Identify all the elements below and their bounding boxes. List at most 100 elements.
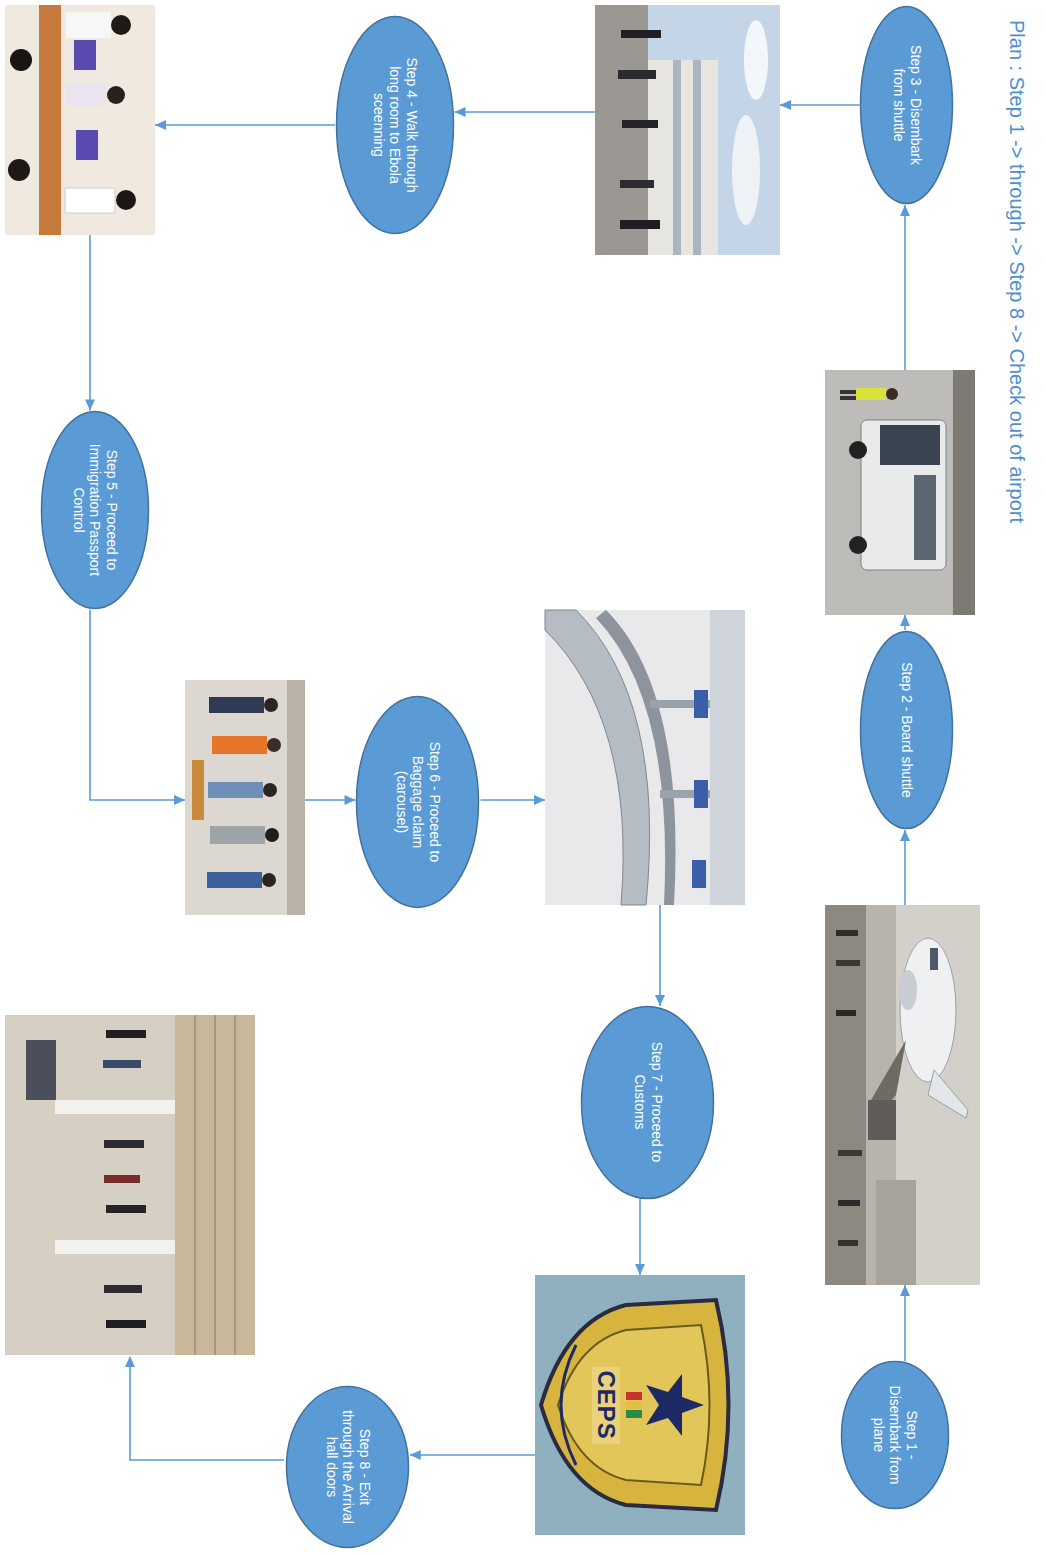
shuttle-photo-part (880, 425, 940, 465)
screening-photo-part (74, 40, 96, 70)
arrow-head (655, 995, 665, 1006)
plane-photo-part (825, 905, 866, 1285)
flow-arrow (900, 830, 910, 1361)
step-ellipse: Step 1 - Disembark from plane (840, 1360, 950, 1510)
carousel-photo-part (692, 860, 706, 888)
carousel-photo-part (545, 610, 745, 905)
carousel-photo-part (596, 610, 676, 905)
arrow-head (534, 795, 545, 805)
plane-photo-part (930, 948, 938, 970)
step-label: Step 8 - Exit through the Arrival hall d… (323, 1408, 373, 1526)
immigration-photo-part (267, 738, 281, 752)
arrival-hall-photo-part (104, 1285, 142, 1293)
terminal-photo-part (744, 20, 768, 100)
arrow-head (900, 205, 910, 216)
step-label: Step 4 - Walk through long room to Ebola… (370, 46, 420, 204)
immigration-photo-part (265, 828, 279, 842)
arrow-head (174, 795, 185, 805)
screening-photo-part (66, 84, 106, 106)
plane-photo-part (836, 1010, 856, 1016)
step-text-wrap: Step 8 - Exit through the Arrival hall d… (323, 1408, 373, 1526)
plane-photo-part (838, 1240, 858, 1246)
terminal-photo (595, 5, 780, 255)
shuttle-photo-part (849, 441, 867, 459)
step-label: Step 7 - Proceed to Customs (631, 1032, 665, 1172)
arrow-head (455, 107, 466, 117)
flow-arrow (480, 795, 665, 1006)
ceps-badge-part (646, 1374, 704, 1436)
carousel-photo-part (710, 610, 745, 905)
screening-photo-part (111, 15, 131, 35)
terminal-photo-part (620, 180, 654, 188)
arrival-hall-photo-part (104, 1175, 140, 1183)
shuttle-photo-part (840, 396, 856, 400)
arrival-hall-photo-part (55, 1240, 175, 1254)
ellipse-outline (337, 17, 454, 234)
arrow-head (900, 830, 910, 841)
shuttle-photo-part (886, 388, 898, 400)
plane-photo-part (876, 1180, 916, 1285)
plane-photo-part (900, 938, 956, 1082)
plane-photo-part (825, 905, 980, 1285)
step-label: Step 6 - Proceed to Baggage claim (carou… (393, 725, 443, 879)
screening-photo-part (107, 86, 125, 104)
step-text-wrap: Step 5 - Proceed to Immigration Passport… (70, 438, 120, 582)
step-ellipse: Step 2 - Board shuttle (860, 630, 955, 830)
immigration-photo-part (192, 760, 204, 820)
immigration-photo-part (212, 736, 267, 754)
step-ellipse: Step 5 - Proceed to Immigration Passport… (40, 410, 150, 610)
flow-arrow (900, 205, 910, 630)
badge-text: CEPS (592, 1367, 620, 1444)
flow-arrow (85, 120, 335, 410)
arrival-hall-photo-part (106, 1030, 146, 1038)
immigration-photo-part (209, 697, 264, 713)
terminal-photo-part (622, 120, 658, 128)
terminal-photo-part (732, 115, 760, 225)
flow-arrow (90, 610, 356, 805)
step-text-wrap: Step 4 - Walk through long room to Ebola… (370, 46, 420, 204)
arrival-hall-photo-part (106, 1320, 146, 1328)
arrow-line (904, 830, 906, 1361)
step-label: Step 3 - Disembark from shuttle (890, 33, 924, 177)
arrow-line (455, 105, 860, 112)
terminal-photo-part (595, 5, 648, 255)
arrival-hall-photo-part (26, 1040, 56, 1100)
ellipse-outline (582, 1006, 714, 1198)
step-label: Step 1 - Disembark from plane (870, 1381, 920, 1489)
step-ellipse: Step 3 - Disembark from shuttle (860, 5, 955, 205)
arrival-hall-photo-part (55, 1100, 175, 1114)
immigration-photo-part (185, 680, 305, 915)
screening-photo-part (8, 159, 30, 181)
immigration-photo (185, 680, 305, 915)
arrow-head (900, 1285, 910, 1296)
screening-photo-part (10, 49, 32, 71)
photo-arrow-part (125, 1356, 135, 1367)
screening-photo (5, 5, 155, 235)
screening-photo-part (66, 12, 111, 38)
terminal-photo-part (693, 60, 701, 255)
arrow-line (480, 800, 660, 1006)
flow-arrow (410, 1199, 645, 1460)
arrow-line (410, 1199, 640, 1455)
arrival-hall-photo-part (175, 1015, 255, 1355)
arrow-head (410, 1450, 421, 1460)
ceps-badge-part (626, 1401, 642, 1409)
shuttle-photo-part (840, 390, 856, 394)
ellipse-outline (861, 632, 953, 829)
step-ellipse: Step 6 - Proceed to Baggage claim (carou… (356, 695, 481, 909)
arrow-head (900, 615, 910, 626)
ceps-badge-part (535, 1275, 745, 1535)
arrival-hall-photo-part (103, 1060, 141, 1068)
screening-photo-part (5, 5, 155, 235)
terminal-photo-part (618, 70, 656, 79)
terminal-photo-part (620, 220, 660, 229)
immigration-photo-part (210, 826, 265, 844)
plane-photo-part (928, 1070, 968, 1118)
immigration-photo-part (287, 680, 305, 915)
screening-photo-part (65, 188, 115, 213)
carousel-photo (545, 610, 745, 905)
plane-photo-part (868, 1100, 896, 1140)
ceps-badge-part (626, 1392, 642, 1400)
step-label: Step 5 - Proceed to Immigration Passport… (70, 438, 120, 582)
